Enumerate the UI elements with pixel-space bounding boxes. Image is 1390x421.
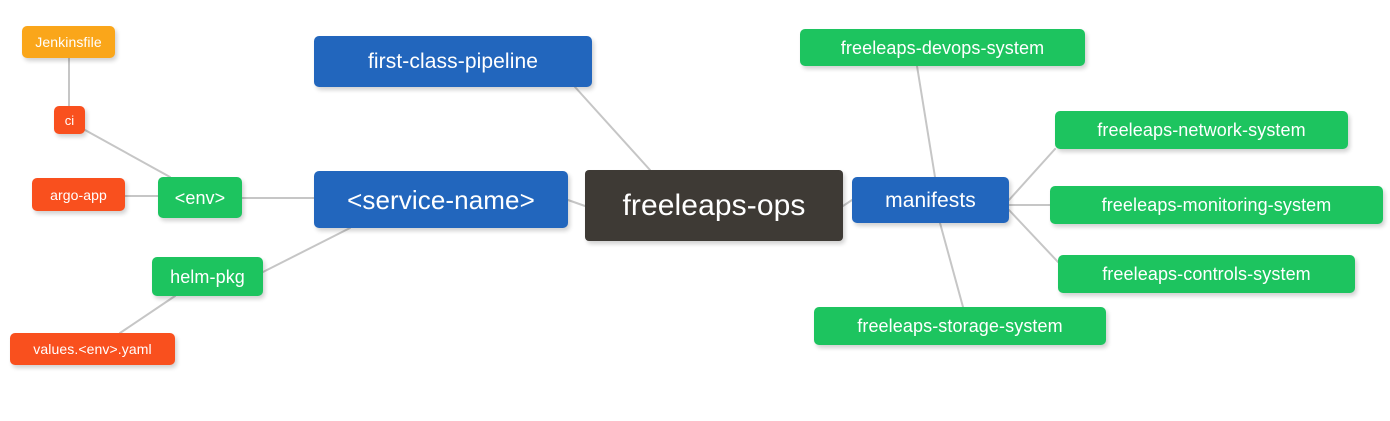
mindmap-node-argo-app[interactable]: argo-app	[32, 178, 125, 211]
mindmap-node-freeleaps-controls-system[interactable]: freeleaps-controls-system	[1058, 255, 1355, 293]
mindmap-node-service-name[interactable]: <service-name>	[314, 171, 568, 228]
mindmap-node-freeleaps-monitoring-system[interactable]: freeleaps-monitoring-system	[1050, 186, 1383, 224]
mindmap-edge	[262, 227, 351, 273]
mindmap-edge	[574, 86, 651, 171]
mindmap-edge	[567, 199, 586, 207]
mindmap-node-helm-pkg[interactable]: helm-pkg	[152, 257, 263, 296]
mindmap-node-manifests[interactable]: manifests	[852, 177, 1009, 223]
mindmap-node-jenkinsfile[interactable]: Jenkinsfile	[22, 26, 115, 58]
mindmap-edge	[939, 222, 964, 308]
mindmap-node-freeleaps-ops[interactable]: freeleaps-ops	[585, 170, 843, 241]
mindmap-edge	[916, 65, 936, 178]
mindmap-edge	[1008, 148, 1056, 201]
mindmap-node-first-class-pipeline[interactable]: first-class-pipeline	[314, 36, 592, 87]
mindmap-edge	[842, 199, 853, 207]
mindmap-node-ci[interactable]: ci	[54, 106, 85, 134]
mindmap-node-freeleaps-storage-system[interactable]: freeleaps-storage-system	[814, 307, 1106, 345]
mindmap-node-freeleaps-devops-system[interactable]: freeleaps-devops-system	[800, 29, 1085, 66]
mindmap-edge	[119, 295, 176, 334]
mindmap-edge	[84, 129, 171, 178]
mindmap-node-values-env-yaml[interactable]: values.<env>.yaml	[10, 333, 175, 365]
mindmap-node-freeleaps-network-system[interactable]: freeleaps-network-system	[1055, 111, 1348, 149]
mindmap-node-env[interactable]: <env>	[158, 177, 242, 218]
